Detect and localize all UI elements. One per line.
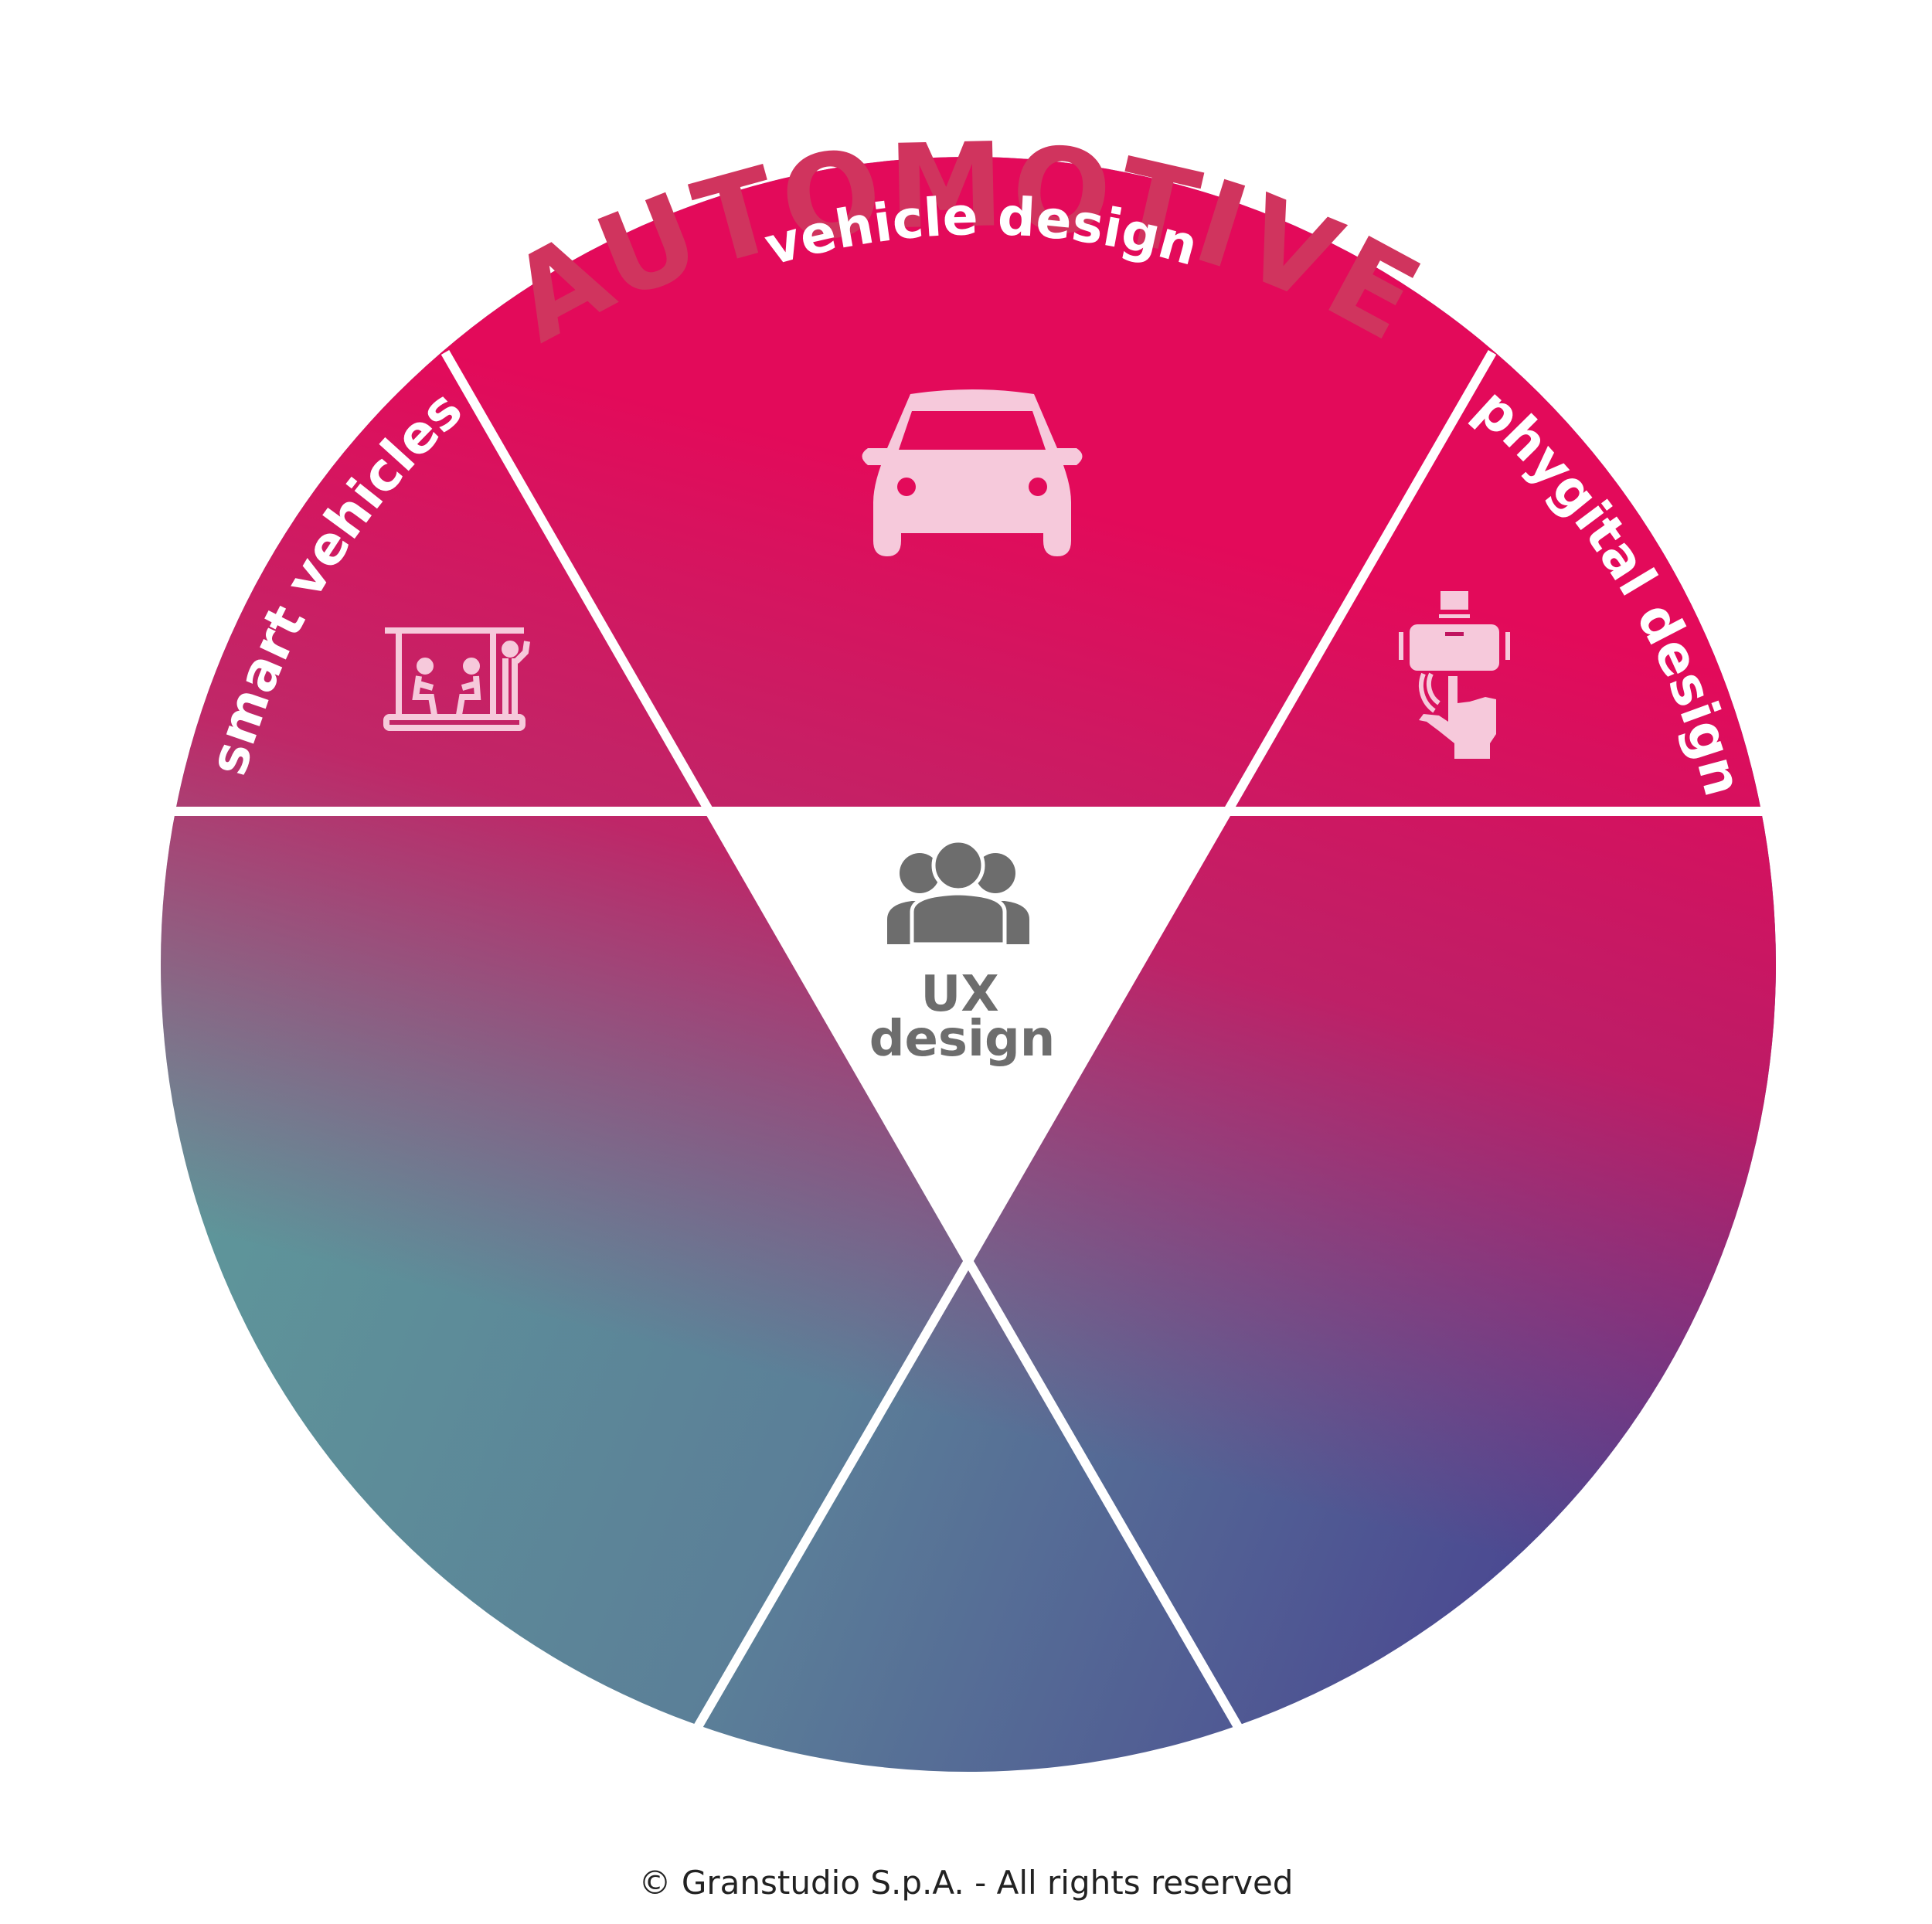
copyright-footer: © Granstudio S.p.A. - All rights reserve… [638,1864,1294,1902]
car-icon [862,389,1083,556]
ux-triangle [709,811,1230,1261]
passengers-cabin-icon [383,627,530,731]
ux-label-line2: design [869,1011,1056,1068]
dividers [155,350,1777,1734]
wheel [155,157,1777,1772]
users-group-icon [887,838,1029,947]
touch-device-icon [1399,591,1510,759]
ux-label-line1: UX [920,966,998,1023]
